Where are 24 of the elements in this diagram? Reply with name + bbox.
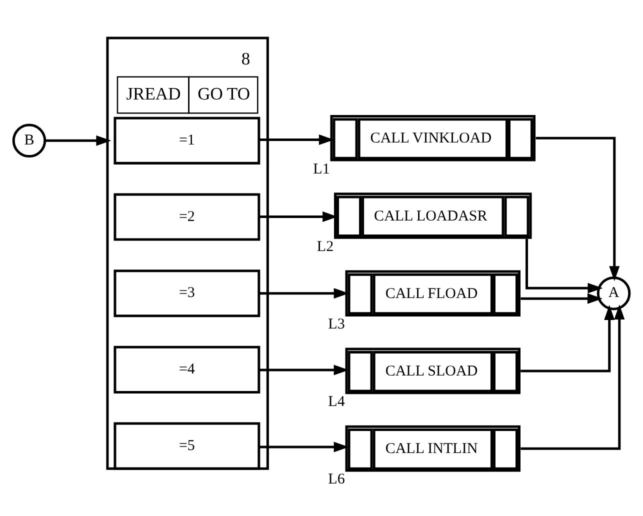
arrow bbox=[259, 211, 338, 222]
arrow bbox=[259, 442, 349, 452]
node-circle: B bbox=[12, 124, 46, 158]
arrow bbox=[259, 364, 349, 376]
node-label: L4 bbox=[328, 394, 345, 410]
arrow bbox=[259, 288, 349, 299]
node-box: =4 bbox=[114, 346, 260, 394]
node-label: 8 bbox=[241, 48, 250, 69]
node-box: =5 bbox=[114, 422, 260, 470]
node-box: =1 bbox=[114, 116, 260, 164]
arrow bbox=[259, 134, 334, 145]
node-label: L1 bbox=[313, 161, 330, 178]
node-box: =3 bbox=[114, 270, 260, 318]
arrow bbox=[536, 136, 620, 282]
arrow bbox=[44, 135, 112, 146]
node-label: L2 bbox=[316, 238, 334, 255]
arrow bbox=[520, 304, 625, 450]
arrow bbox=[526, 239, 603, 294]
node-label: L3 bbox=[328, 316, 345, 333]
arrow bbox=[520, 304, 615, 372]
node-label: L6 bbox=[328, 472, 345, 488]
node-circle: A bbox=[596, 276, 631, 310]
node-box: =2 bbox=[114, 193, 260, 241]
arrow bbox=[520, 293, 603, 304]
